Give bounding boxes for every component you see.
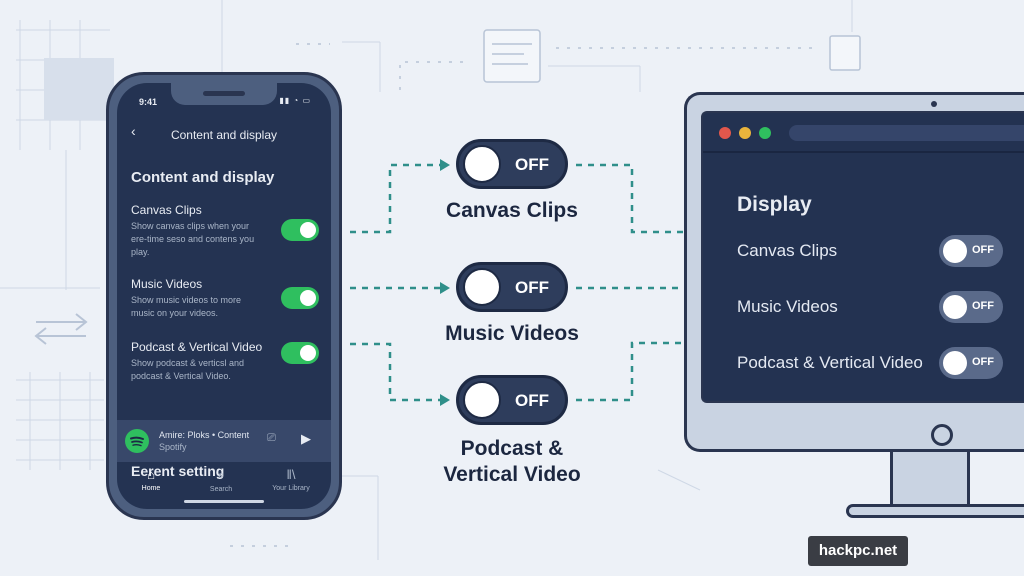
monitor-screen: Display Canvas Clips OFF Music Videos OF… xyxy=(701,111,1024,403)
setting-name: Canvas Clips xyxy=(131,203,202,217)
podcast-label-line2: Vertical Video xyxy=(443,463,581,486)
podcast-label-line1: Podcast & xyxy=(460,437,564,460)
minimize-window-icon[interactable] xyxy=(739,127,751,139)
setting-podcast-vertical-video: Podcast & Vertical Video Show podcast & … xyxy=(131,340,265,383)
desktop-music-videos-toggle[interactable]: OFF xyxy=(939,291,1003,323)
search-icon: ⌕ xyxy=(217,467,225,482)
home-indicator xyxy=(184,500,264,503)
podcast-big-toggle[interactable]: OFF xyxy=(456,375,568,425)
status-icons: ▮▮ ◔ ▭ xyxy=(279,96,311,105)
chevron-left-icon[interactable]: ‹ xyxy=(131,123,136,139)
url-bar[interactable] xyxy=(789,125,1024,141)
toggle-state: OFF xyxy=(972,244,994,256)
setting-desc: Show canvas clips when your ere-time ses… xyxy=(131,221,255,257)
desktop-canvas-clips-toggle[interactable]: OFF xyxy=(939,235,1003,267)
tab-bar: ⌂ Home ⌕ Search ‖\ Your Library xyxy=(117,463,331,503)
setting-music-videos: Music Videos Show music videos to more m… xyxy=(131,277,265,320)
setting-name: Music Videos xyxy=(131,277,203,291)
toggle-state: OFF xyxy=(515,278,549,297)
setting-name: Podcast & Vertical Video xyxy=(131,340,263,354)
player-track: Amire: Ploks • Content xyxy=(159,430,250,440)
tab-label: Your Library xyxy=(272,485,310,492)
canvas-clips-toggle[interactable] xyxy=(281,219,319,241)
section-title-2: Eerent setting xyxy=(131,463,225,479)
display-item-podcast: Podcast & Vertical Video xyxy=(737,353,923,372)
canvas-clips-big-toggle[interactable]: OFF xyxy=(456,139,568,189)
monitor-base xyxy=(846,504,1024,518)
mini-player[interactable]: Amire: Ploks • Content Spotify ⎚ ▶ xyxy=(117,420,331,462)
webcam xyxy=(931,101,937,107)
play-icon[interactable]: ▶ xyxy=(301,431,311,446)
music-videos-big-toggle[interactable]: OFF xyxy=(456,262,568,312)
display-item-music-videos: Music Videos xyxy=(737,297,838,316)
toggle-state: OFF xyxy=(972,356,994,368)
monitor-stand xyxy=(890,452,970,506)
tab-home[interactable]: ⌂ Home xyxy=(121,467,181,492)
phone-notch xyxy=(171,83,277,105)
tab-search[interactable]: ⌕ Search xyxy=(191,467,251,493)
library-icon: ‖\ xyxy=(286,467,296,482)
status-time: 9:41 xyxy=(139,97,158,107)
podcast-vertical-video-toggle[interactable] xyxy=(281,342,319,364)
tab-label: Search xyxy=(209,486,233,493)
toggle-state: OFF xyxy=(972,300,994,312)
power-button[interactable] xyxy=(931,424,953,446)
display-item-canvas-clips: Canvas Clips xyxy=(737,241,838,260)
home-icon: ⌂ xyxy=(147,467,155,482)
toggle-state: OFF xyxy=(515,155,549,174)
toggle-state: OFF xyxy=(515,391,549,410)
browser-divider xyxy=(703,151,1024,153)
setting-desc: Show podcast & verticsl and podcast & Ve… xyxy=(131,358,245,381)
setting-canvas-clips: Canvas Clips Show canvas clips when your… xyxy=(131,203,265,259)
tab-label: Home xyxy=(141,485,161,492)
setting-desc: Show music videos to more music on your … xyxy=(131,295,242,318)
section-title: Content and display xyxy=(131,169,275,186)
watermark: hackpc.net xyxy=(808,536,908,566)
nav-title: Content and display xyxy=(170,128,278,142)
phone-device: 9:41 ▮▮ ◔ ▭ ‹ Content and display Conten… xyxy=(106,72,342,520)
close-window-icon[interactable] xyxy=(719,127,731,139)
tab-library[interactable]: ‖\ Your Library xyxy=(261,467,321,492)
music-videos-toggle[interactable] xyxy=(281,287,319,309)
desktop-monitor: Display Canvas Clips OFF Music Videos OF… xyxy=(684,92,1024,452)
desktop-podcast-toggle[interactable]: OFF xyxy=(939,347,1003,379)
maximize-window-icon[interactable] xyxy=(759,127,771,139)
player-artist: Spotify xyxy=(159,442,187,452)
music-videos-label: Music Videos xyxy=(445,322,579,345)
phone-screen: 9:41 ▮▮ ◔ ▭ ‹ Content and display Conten… xyxy=(117,83,331,509)
spotify-icon xyxy=(125,429,149,453)
canvas-clips-label: Canvas Clips xyxy=(446,199,578,222)
connect-device-icon[interactable]: ⎚ xyxy=(267,432,276,444)
display-title: Display xyxy=(737,193,812,216)
